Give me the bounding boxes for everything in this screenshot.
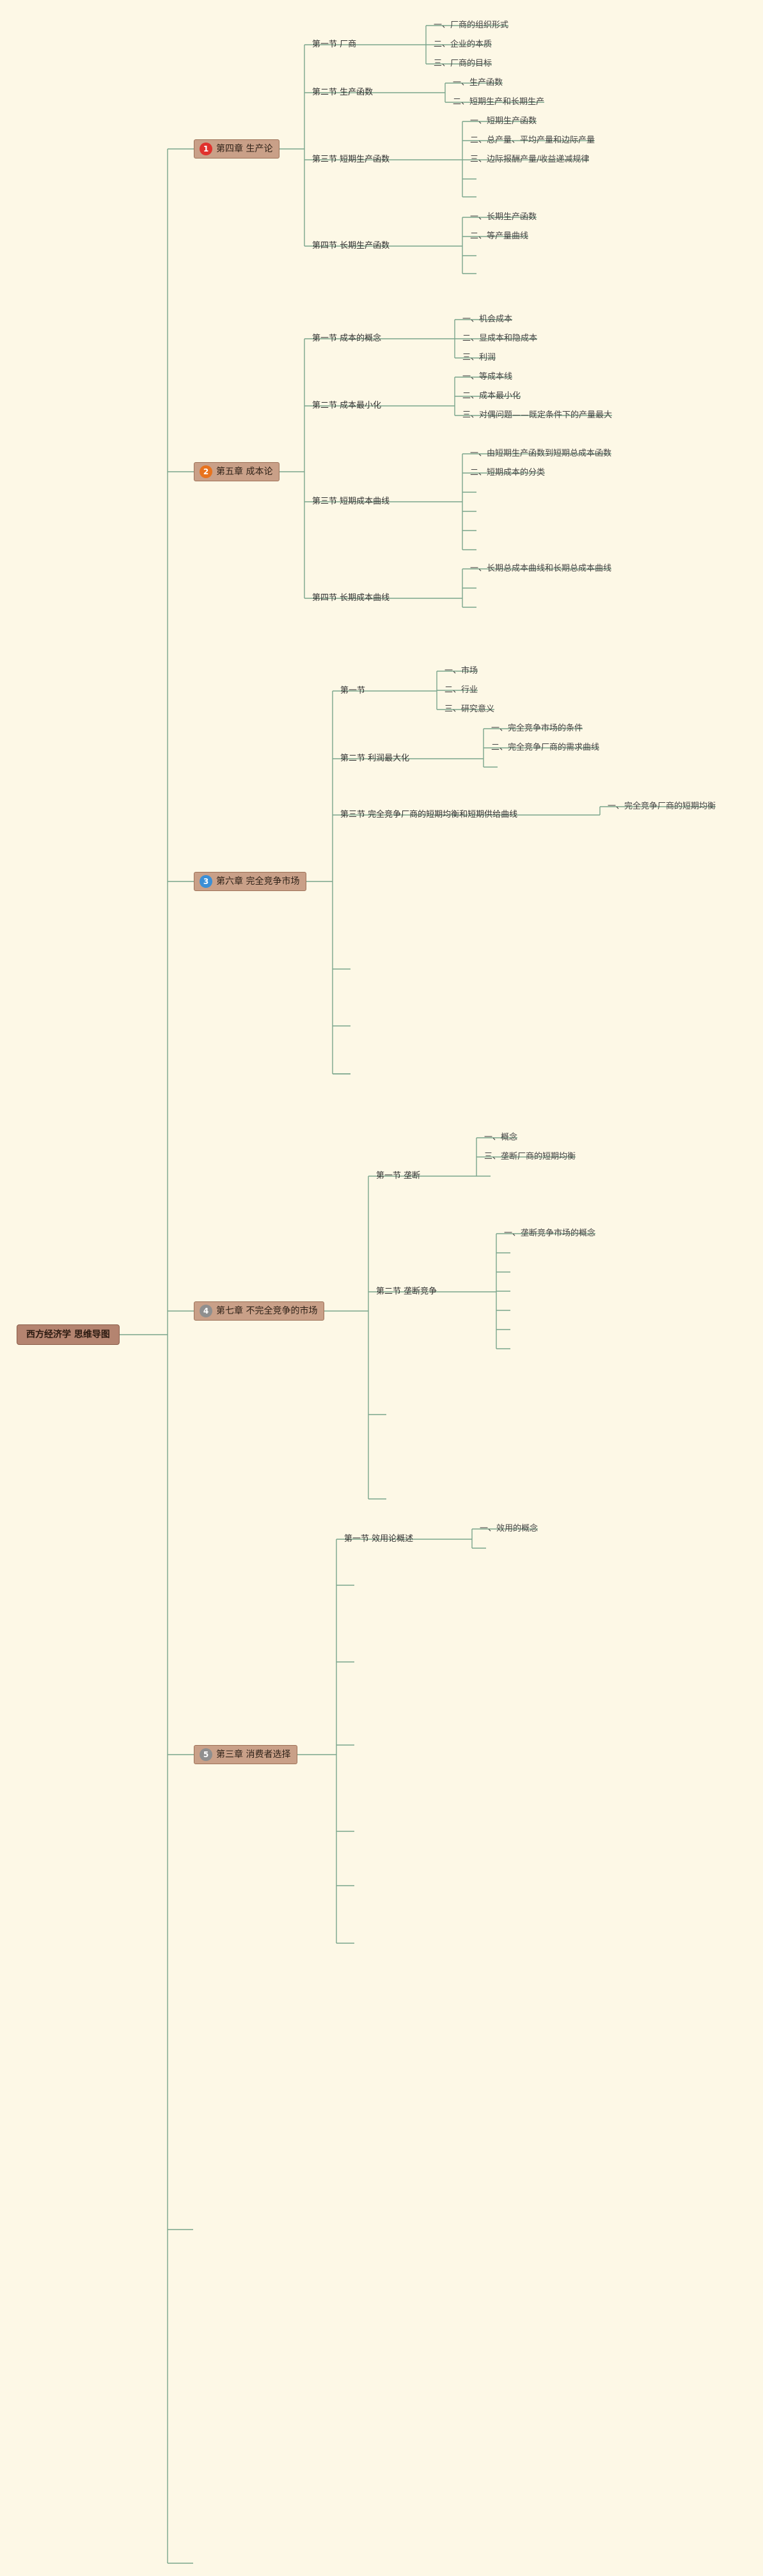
section-node[interactable]: 第一节 厂商 bbox=[312, 40, 357, 49]
leaf-node[interactable]: 二、企业的本质 bbox=[434, 40, 492, 49]
chapter-number-badge: 1 bbox=[200, 143, 212, 155]
section-node[interactable]: 第一节 垄断 bbox=[376, 1171, 421, 1181]
leaf-node[interactable]: 二、等产量曲线 bbox=[470, 231, 529, 241]
leaf-node[interactable]: 一、市场 bbox=[444, 666, 478, 676]
leaf-node[interactable]: 二、成本最小化 bbox=[462, 391, 521, 401]
chapter-node[interactable]: 3 第六章 完全竞争市场 bbox=[194, 872, 307, 891]
leaf-node[interactable]: 一、概念 bbox=[484, 1133, 518, 1142]
leaf-node[interactable]: 一、垄断竞争市场的概念 bbox=[504, 1229, 596, 1238]
leaf-node[interactable]: 一、厂商的组织形式 bbox=[434, 20, 509, 30]
leaf-node[interactable]: 一、效用的概念 bbox=[480, 1524, 539, 1533]
section-node[interactable]: 第一节 效用论概述 bbox=[344, 1534, 414, 1544]
leaf-node[interactable]: 二、完全竞争厂商的需求曲线 bbox=[491, 743, 600, 752]
leaf-node[interactable]: 三、边际报酬产量/收益递减规律 bbox=[470, 155, 590, 164]
section-node[interactable]: 第一节 bbox=[340, 686, 366, 695]
leaf-node[interactable]: 二、短期生产和长期生产 bbox=[453, 97, 545, 107]
leaf-node[interactable]: 三、厂商的目标 bbox=[434, 59, 492, 68]
leaf-node[interactable]: 三、研究意义 bbox=[444, 704, 495, 714]
section-node[interactable]: 第一节 成本的概念 bbox=[312, 334, 382, 343]
leaf-node[interactable]: 一、生产函数 bbox=[453, 78, 503, 88]
leaf-node[interactable]: 一、等成本线 bbox=[462, 372, 513, 382]
section-node[interactable]: 第三节 短期生产函数 bbox=[312, 155, 390, 164]
leaf-node[interactable]: 三、利润 bbox=[462, 353, 496, 362]
leaf-node[interactable]: 一、长期总成本曲线和长期总成本曲线 bbox=[470, 564, 612, 573]
section-node[interactable]: 第四节 长期成本曲线 bbox=[312, 593, 390, 603]
leaf-node[interactable]: 二、行业 bbox=[444, 685, 478, 695]
leaf-node[interactable]: 一、由短期生产函数到短期总成本函数 bbox=[470, 449, 612, 458]
chapter-label: 第五章 成本论 bbox=[216, 467, 273, 477]
chapter-node[interactable]: 5 第三章 消费者选择 bbox=[194, 1745, 298, 1764]
section-node[interactable]: 第四节 长期生产函数 bbox=[312, 241, 390, 251]
chapter-number-badge: 2 bbox=[200, 465, 212, 478]
leaf-node[interactable]: 二、短期成本的分类 bbox=[470, 468, 546, 477]
leaf-node[interactable]: 二、显成本和隐成本 bbox=[462, 334, 538, 343]
chapter-label: 第七章 不完全竞争的市场 bbox=[216, 1306, 318, 1316]
leaf-node[interactable]: 一、完全竞争厂商的短期均衡 bbox=[608, 802, 716, 811]
leaf-node[interactable]: 一、长期生产函数 bbox=[470, 212, 537, 222]
leaf-node[interactable]: 三、对偶问题——既定条件下的产量最大 bbox=[462, 410, 613, 420]
section-node[interactable]: 第二节 生产函数 bbox=[312, 88, 374, 97]
section-node[interactable]: 第三节 完全竞争厂商的短期均衡和短期供给曲线 bbox=[340, 810, 518, 819]
chapter-node[interactable]: 2 第五章 成本论 bbox=[194, 462, 280, 481]
section-node[interactable]: 第二节 利润最大化 bbox=[340, 754, 410, 763]
chapter-number-badge: 5 bbox=[200, 1748, 212, 1761]
leaf-node[interactable]: 一、机会成本 bbox=[462, 314, 513, 324]
leaf-node[interactable]: 二、总产量、平均产量和边际产量 bbox=[470, 136, 595, 145]
section-node[interactable]: 第二节 成本最小化 bbox=[312, 401, 382, 410]
chapter-label: 第六章 完全竞争市场 bbox=[216, 876, 300, 887]
chapter-node[interactable]: 1 第四章 生产论 bbox=[194, 139, 280, 159]
chapter-number-badge: 4 bbox=[200, 1305, 212, 1317]
section-node[interactable]: 第二节 垄断竞争 bbox=[376, 1287, 437, 1296]
root-node[interactable]: 西方经济学 思维导图 bbox=[17, 1324, 120, 1345]
chapter-number-badge: 3 bbox=[200, 875, 212, 888]
chapter-node[interactable]: 4 第七章 不完全竞争的市场 bbox=[194, 1301, 325, 1321]
leaf-node[interactable]: 一、短期生产函数 bbox=[470, 116, 537, 126]
chapter-label: 第三章 消费者选择 bbox=[216, 1750, 291, 1760]
chapter-label: 第四章 生产论 bbox=[216, 144, 273, 154]
section-node[interactable]: 第三节 短期成本曲线 bbox=[312, 497, 390, 506]
leaf-node[interactable]: 一、完全竞争市场的条件 bbox=[491, 724, 583, 733]
leaf-node[interactable]: 三、垄断厂商的短期均衡 bbox=[484, 1152, 576, 1161]
